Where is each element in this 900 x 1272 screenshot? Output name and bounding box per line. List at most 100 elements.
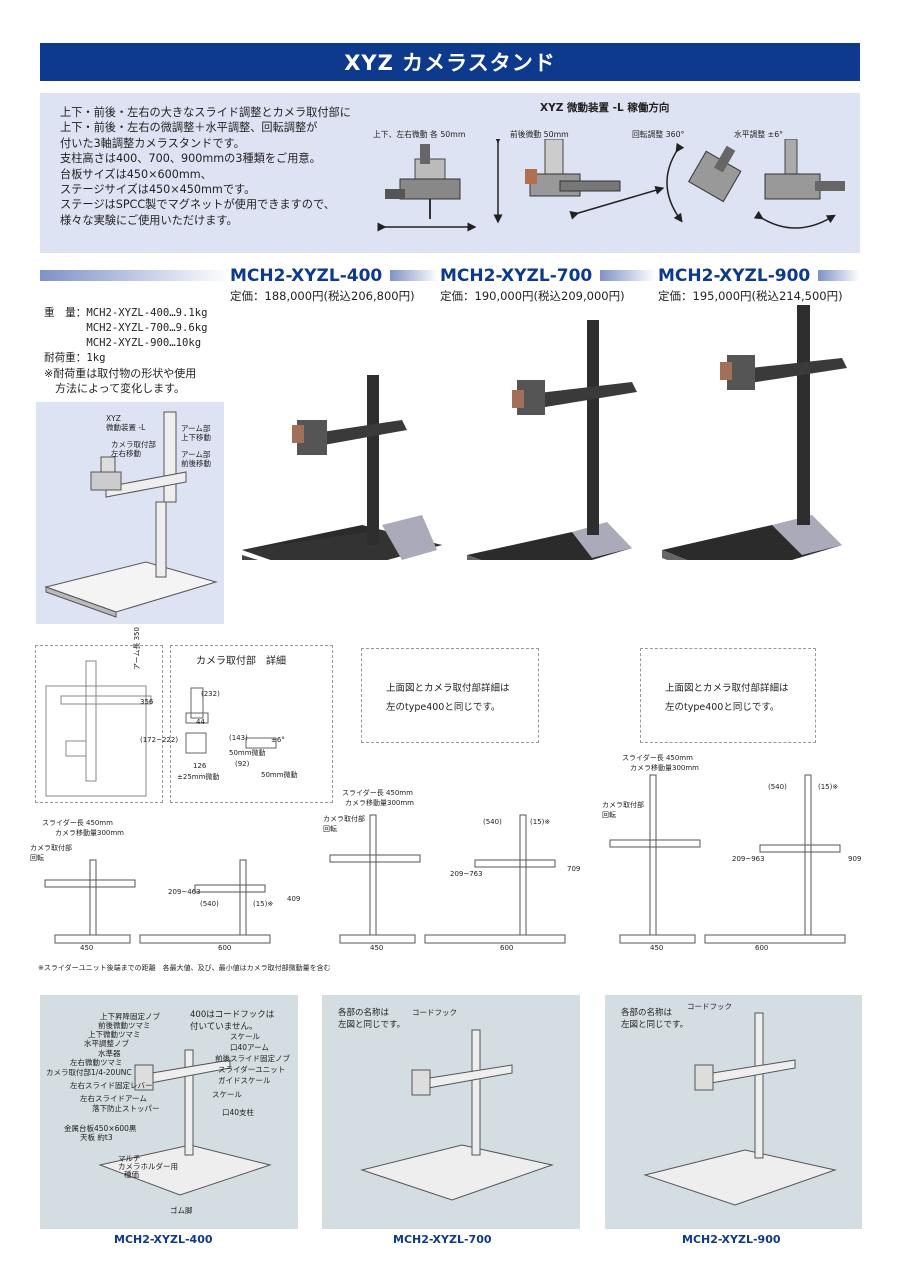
parts-panel-700: 各部の名称は 左図と同じです。 コードフック [322,995,580,1229]
same-note-line: 上面図とカメラ取付部詳細は [665,683,789,694]
section-gradient-bar [40,270,230,281]
part-label-right: スライダーユニット [218,1065,286,1074]
part-label: 上下微動ツマミ [88,1030,141,1039]
caption-700: MCH2-XYZL-700 [393,1233,492,1246]
part-label: 金属台板450×600黒 [64,1124,137,1133]
xyz-unit-illustration-2 [525,139,665,220]
caption-400: MCH2-XYZL-400 [114,1233,213,1246]
dim-50mm-micro-2: 50mm微動 [261,771,298,779]
part-label-right: 口40アーム [230,1043,269,1052]
stand-line-art [44,411,218,618]
camera-rotate-400: カメラ取付部 回転 [30,844,72,862]
part-label-right: スケール [230,1032,260,1041]
dim-540-400: (540) [200,900,219,908]
dim-600-700: 600 [500,944,514,952]
parts-line-art-900 [643,1012,837,1206]
same-note-line: 左のtype400と同じです。 [386,702,501,713]
caption-900: MCH2-XYZL-900 [682,1233,781,1246]
part-label: 上下昇降固定ノブ [100,1012,160,1021]
spec-note-line: ※耐荷重は取付物の形状や使用 [44,367,197,380]
part-label: ゴム脚 [170,1206,193,1215]
parts-line-art-700 [360,1029,554,1201]
model-name-700: MCH2-XYZL-700 [440,266,593,286]
model-gradient-bar [818,270,860,281]
dim-232: (232) [201,690,220,698]
intro-text: 上下・前後・左右の大きなスライド調整とカメラ取付部に 上下・前後・左右の微調整＋… [60,105,380,228]
camera-rotate-900: カメラ取付部 回転 [602,801,644,819]
motion-label-updown: 上下、左右微動 各 50mm [373,130,466,139]
same-note-box-700: 上面図とカメラ取付部詳細は 左のtype400と同じです。 [361,648,539,743]
motion-title: XYZ 微動装置 -L 稼働方向 [540,102,670,114]
same-names-900: 各部の名称は 左図と同じです。 [621,1008,689,1030]
spec-weights: 重 量：MCH2-XYZL-400…9.1kg MCH2-XYZL-700…9.… [44,307,208,364]
spec-note: ※耐荷重は取付物の形状や使用 方法によって変化します。 [44,366,196,396]
same-note-line: 上面図とカメラ取付部詳細は [386,683,510,694]
dim-600-900: 600 [755,944,769,952]
parts-panel-900: 各部の名称は 左図と同じです。 コードフック [605,995,862,1229]
dim-450-900: 450 [650,944,664,952]
parts-line-art-400 [98,1049,272,1196]
dim-50mm-micro: 50mm微動 [229,749,266,757]
camera-detail-drawing [185,687,277,754]
same-note-900: 上面図とカメラ取付部詳細は 左のtype400と同じです。 [665,679,789,717]
slider-length-700: スライダー長 450mm [342,789,413,797]
page-title: XYZ カメラスタンド [40,43,860,81]
part-label-right: スケール [212,1090,242,1099]
product-photo-900 [662,305,847,560]
part-label: マルチ [118,1154,141,1163]
intro-line: 様々な実験にご使用いただけます。 [60,213,238,227]
dim-arm-length: アーム長 350 [133,627,141,670]
same-names-700: 各部の名称は 左図と同じです。 [338,1008,406,1030]
cord-hook-label-700: コードフック [412,1008,457,1017]
camera-move-900: カメラ移動量300mm [630,764,699,772]
dim-44: 44 [196,718,205,726]
part-label: 種価 [124,1170,139,1179]
slider-length-400: スライダー長 450mm [42,819,113,827]
part-label: 天板 約t3 [80,1133,113,1142]
dim-540-700: (540) [483,818,502,826]
product-photo-700 [467,320,637,560]
part-label: 左右スライドアーム [80,1094,147,1103]
intro-line: 台板サイズは450×600mm、 [60,167,212,181]
diag-label-xyz: XYZ 微動装置 -L [106,414,146,432]
dim-540-900: (540) [768,783,787,791]
height-709: 709 [567,865,581,873]
labeled-diagram: XYZ 微動装置 -L カメラ取付部 左右移動 アーム部 上下移動 アーム部 前… [36,402,224,624]
model-name-400: MCH2-XYZL-400 [230,266,383,286]
part-label-right: 口40支柱 [222,1108,255,1117]
height-909: 909 [848,855,862,863]
side-view-drawings [44,774,846,944]
model-name-900: MCH2-XYZL-900 [658,266,811,286]
intro-line: 付いた3軸調整カメラスタンドです。 [60,136,245,150]
height-409: 409 [287,895,301,903]
part-label: 水平調整ノブ [84,1039,129,1048]
same-note-line: 左のtype400と同じです。 [665,702,780,713]
dim-450-700: 450 [370,944,384,952]
model-price-900: 定価：195,000円(税込214,500円) [658,289,843,303]
camera-detail-title: カメラ取付部 詳細 [196,656,286,667]
camera-detail-box: カメラ取付部 詳細 (232) 44 (143) 50mm微動 ±6° (92)… [170,645,333,803]
range-900: 209~963 [732,855,765,863]
part-label-right: ガイドスケール [218,1076,271,1085]
dim-143: (143) [229,734,248,742]
dim-356: 356 [140,698,154,706]
spec-note-line: 方法によって変化します。 [44,382,186,395]
part-label: 前後微動ツマミ [98,1021,151,1030]
product-photo-400 [242,375,442,560]
diag-label-camera-lr: カメラ取付部 左右移動 [111,440,156,458]
cord-hook-note: 400はコードフックは 付いていません。 [190,1010,275,1032]
motion-illustrations [377,139,845,232]
motion-label-frontback: 前後微動 50mm [510,130,569,139]
camera-move-700: カメラ移動量300mm [345,799,414,807]
xyz-unit-illustration-1 [377,139,503,232]
dim-range: (172~222) [140,736,179,744]
part-label: 落下防止ストッパー [92,1104,160,1113]
intro-line: 支柱高さは400、700、900mmの3種類をご用意。 [60,152,321,166]
part-label: 左右微動ツマミ [70,1058,123,1067]
model-gradient-bar [390,270,438,281]
model-gradient-bar [600,270,655,281]
cord-hook-label-900: コードフック [687,1002,732,1011]
intro-line: ステージはSPCC製でマグネットが使用できますので、 [60,198,335,212]
same-note-700: 上面図とカメラ取付部詳細は 左のtype400と同じです。 [386,679,510,717]
intro-line: 上下・前後・左右の微調整＋水平調整、回転調整が [60,121,318,135]
